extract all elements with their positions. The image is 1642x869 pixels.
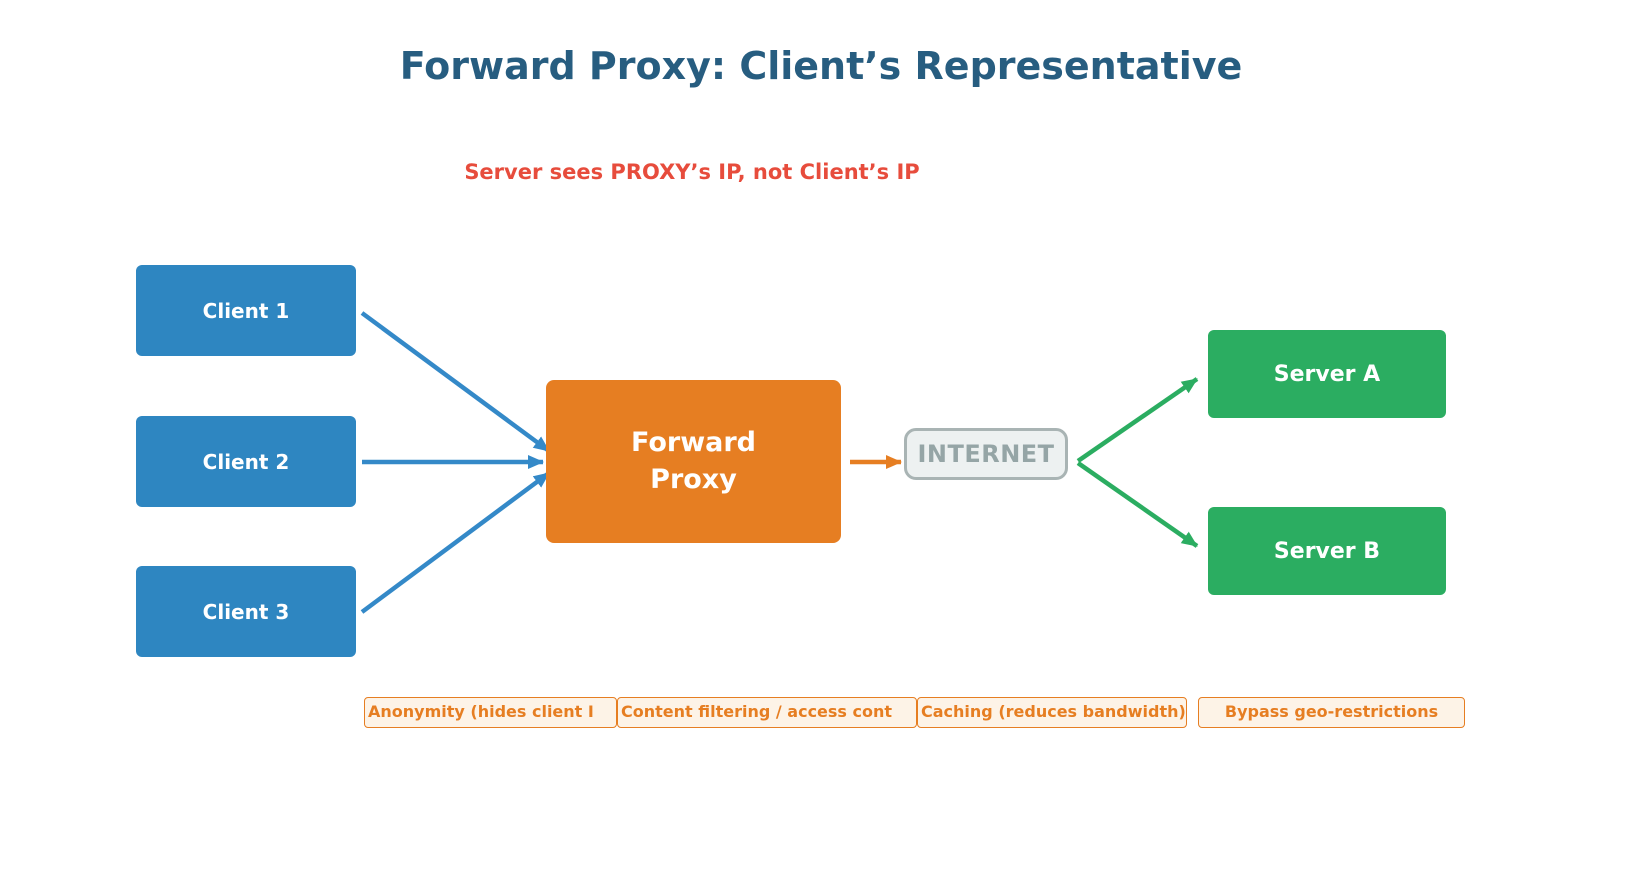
client-1-node: Client 1 <box>136 265 356 356</box>
internet-to-serverB-arrow <box>1076 461 1199 548</box>
forward-proxy-node: Forward Proxy <box>546 380 841 543</box>
client-2-node: Client 2 <box>136 416 356 507</box>
page-title: Forward Proxy: Client’s Representative <box>399 44 1243 88</box>
internet-to-serverA-arrow <box>1076 377 1199 463</box>
annotation-proxy-ip: Server sees PROXY’s IP, not Client’s IP <box>464 160 920 184</box>
server-a-node: Server A <box>1208 330 1446 418</box>
client1-to-proxy-arrow <box>360 311 551 453</box>
benefit-anonymity: Anonymity (hides client I <box>364 697 617 728</box>
client3-to-proxy-arrow <box>360 471 551 614</box>
server-b-node: Server B <box>1208 507 1446 595</box>
benefit-caching: Caching (reduces bandwidth) <box>917 697 1187 728</box>
client-3-node: Client 3 <box>136 566 356 657</box>
benefit-bypass-geo-restrictions: Bypass geo-restrictions <box>1198 697 1465 728</box>
benefit-content-filtering: Content filtering / access cont <box>617 697 917 728</box>
internet-node: INTERNET <box>904 428 1068 480</box>
